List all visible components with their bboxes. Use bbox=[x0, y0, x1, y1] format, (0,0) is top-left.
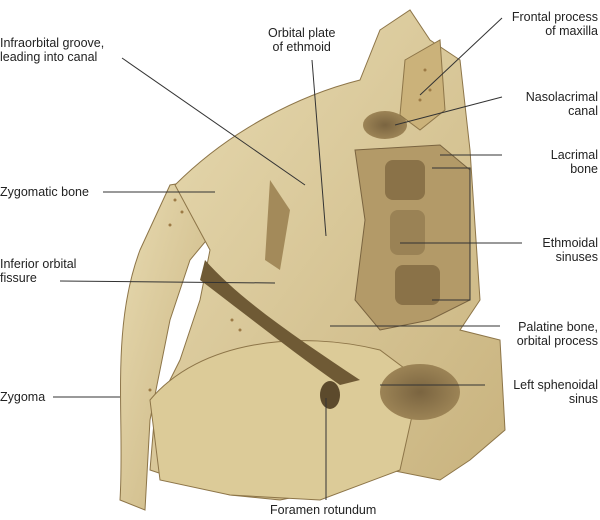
label-line: Orbital plate bbox=[268, 26, 336, 40]
label-line: sinuses bbox=[555, 250, 598, 264]
label-line: Inferior orbital bbox=[0, 257, 77, 271]
label-line: Zygoma bbox=[0, 390, 46, 404]
label-line: Frontal process bbox=[511, 10, 598, 24]
label-line: of maxilla bbox=[545, 24, 598, 38]
label-line: of ethmoid bbox=[272, 40, 331, 54]
label-line: Left sphenoidal bbox=[513, 378, 598, 392]
label-line: Foramen rotundum bbox=[270, 503, 377, 517]
label-line: fissure bbox=[0, 271, 37, 285]
label-zygomatic-bone: Zygomatic bone bbox=[0, 185, 89, 199]
sphenoidal-sinus-opening bbox=[380, 364, 460, 420]
label-line: Nasolacrimal bbox=[525, 90, 598, 104]
zygoma-shape bbox=[119, 179, 216, 511]
label-palatine-bone: Palatine bone,orbital process bbox=[517, 320, 598, 348]
label-infraorbital-groove: Infraorbital groove,leading into canal bbox=[0, 36, 104, 64]
leader-lines bbox=[53, 17, 522, 500]
label-line: canal bbox=[568, 104, 598, 118]
label-line: bone bbox=[570, 162, 598, 176]
label-line: leading into canal bbox=[0, 50, 98, 64]
nasolacrimal-opening bbox=[363, 111, 407, 139]
label-line: Palatine bone, bbox=[518, 320, 598, 334]
foramen-rotundum-opening bbox=[320, 381, 340, 409]
label-line: Zygomatic bone bbox=[0, 185, 89, 199]
label-line: orbital process bbox=[516, 334, 598, 348]
label-line: Infraorbital groove, bbox=[0, 36, 105, 50]
label-foramen-rotundum: Foramen rotundum bbox=[270, 503, 376, 517]
label-line: sinus bbox=[568, 392, 598, 406]
label-zygoma: Zygoma bbox=[0, 390, 45, 404]
label-line: Ethmoidal bbox=[542, 236, 598, 250]
label-line: Lacrimal bbox=[550, 148, 598, 162]
